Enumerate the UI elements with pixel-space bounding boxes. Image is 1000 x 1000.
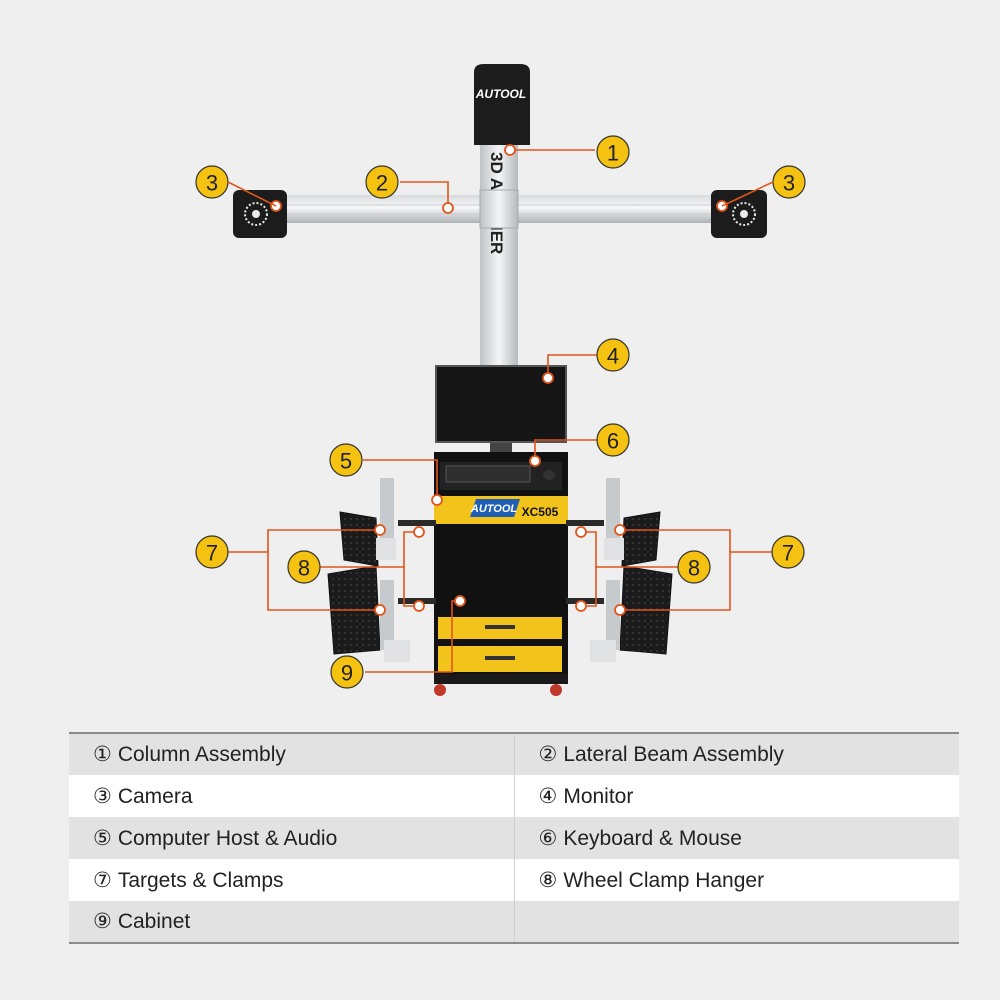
legend-number: ⑤ — [93, 826, 112, 850]
callout-8-left: 8 — [287, 550, 321, 584]
callout-5: 5 — [329, 443, 363, 477]
legend-label: Targets & Clamps — [117, 868, 284, 892]
column-assembly: AUTOOL 3D ALIGNER — [474, 64, 530, 380]
legend-number: ⑨ — [93, 910, 112, 933]
callout-4: 4 — [596, 338, 630, 372]
legend-number: ① — [93, 743, 112, 766]
svg-text:1: 1 — [607, 141, 619, 166]
svg-text:7: 7 — [782, 541, 794, 566]
leader-lines — [228, 149, 772, 673]
legend-label: Monitor — [563, 784, 634, 808]
svg-text:8: 8 — [688, 556, 700, 581]
clamp-right — [590, 478, 624, 662]
svg-text:5: 5 — [340, 449, 352, 474]
legend-label: Lateral Beam Assembly — [563, 743, 784, 766]
keyboard — [445, 465, 531, 483]
legend-number: ⑧ — [538, 868, 558, 892]
legend-number: ③ — [93, 784, 112, 808]
callout-8-right: 8 — [677, 550, 711, 584]
svg-text:6: 6 — [607, 429, 619, 454]
legend-label: Cabinet — [117, 910, 191, 933]
legend-label: Computer Host & Audio — [117, 826, 338, 850]
column-brand-logo: AUTOOL — [475, 87, 526, 101]
legend-label: Camera — [117, 784, 193, 808]
legend-number: ⑦ — [93, 868, 112, 892]
callout-9: 9 — [330, 655, 364, 689]
legend-label: Wheel Clamp Hanger — [563, 868, 765, 892]
svg-text:3: 3 — [783, 171, 795, 196]
callout-3-left: 3 — [195, 165, 229, 199]
target-right-upper — [621, 511, 661, 567]
callout-1: 1 — [596, 135, 630, 169]
legend-label: Column Assembly — [117, 743, 286, 766]
cabinet-brand-logo: AUTOOL — [470, 503, 518, 515]
aligner-diagram: AUTOOL 3D ALIGNER AUTOOL XC505 — [195, 64, 806, 696]
callout-7-left: 7 — [195, 535, 229, 569]
svg-text:7: 7 — [206, 541, 218, 566]
svg-text:4: 4 — [607, 344, 619, 369]
cabinet-model-label: XC505 — [522, 505, 559, 519]
mouse — [543, 470, 555, 480]
legend-cell-empty — [513, 901, 959, 944]
svg-text:9: 9 — [341, 661, 353, 686]
legend-number: ⑥ — [538, 826, 558, 850]
svg-text:8: 8 — [298, 556, 310, 581]
target-left-upper — [339, 511, 379, 567]
callout-2: 2 — [365, 165, 399, 199]
callout-3-right: 3 — [772, 165, 806, 199]
hanger-arm-right — [566, 520, 604, 604]
svg-text:3: 3 — [206, 171, 218, 196]
callout-7-right: 7 — [771, 535, 805, 569]
legend-number: ② — [538, 743, 558, 766]
lateral-beam-assembly — [282, 189, 714, 229]
svg-text:2: 2 — [376, 171, 388, 196]
clamp-left — [376, 478, 410, 662]
cabinet: AUTOOL XC505 — [434, 452, 568, 696]
leader-dots — [270, 144, 728, 616]
legend-label: Keyboard & Mouse — [563, 826, 742, 850]
legend-number: ④ — [538, 784, 558, 808]
callout-6: 6 — [596, 423, 630, 457]
